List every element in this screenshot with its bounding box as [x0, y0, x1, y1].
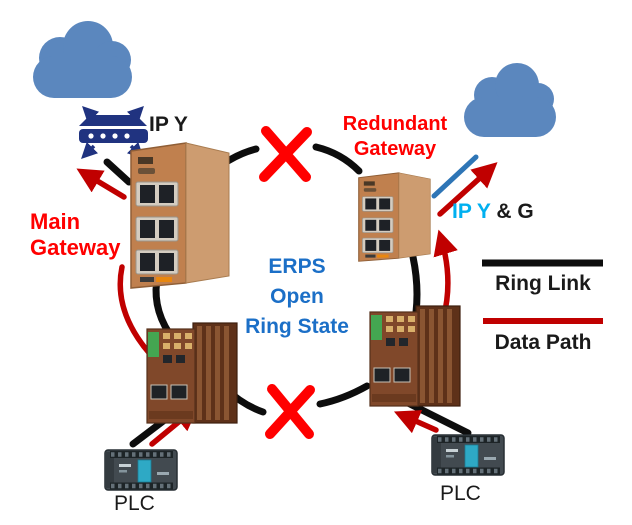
data-path-plc-right — [393, 410, 439, 434]
main-gateway-label-line1: Main — [30, 209, 81, 234]
uplink-ip-cyan-text: IP Y — [452, 200, 491, 223]
ring-break-bottom-icon — [265, 384, 315, 439]
erps-state-line2: Open — [270, 285, 324, 308]
legend-data-path-label: Data Path — [494, 331, 592, 354]
uplink-blue-line — [431, 154, 479, 199]
data-path-redundant-gateway-to-cloud — [437, 162, 498, 217]
data-path-left-arc — [117, 264, 153, 357]
link-main-gateway-to-router — [103, 158, 133, 186]
cloud-right-icon — [464, 63, 556, 137]
redundant-gateway-switch — [358, 172, 431, 262]
erps-state-label: ERPS Open Ring State — [229, 252, 365, 342]
uplink-ip-label: IP Y & G — [452, 200, 534, 224]
data-path-main-gateway-to-cloud — [76, 168, 127, 200]
main-gateway-switch — [130, 142, 230, 289]
ring-switch-bottom-right — [369, 305, 461, 407]
main-gateway-label: Main Gateway — [30, 209, 121, 261]
plc-right-label: PLC — [440, 482, 481, 505]
erps-state-line1: ERPS — [268, 255, 326, 278]
plc-right-device — [432, 435, 504, 475]
link-plc-right-to-switch — [402, 398, 472, 437]
redundant-gateway-label: Redundant Gateway — [333, 112, 457, 162]
main-gateway-label-line2: Gateway — [30, 235, 121, 260]
ring-link-bottom-right — [316, 382, 371, 408]
redundant-gateway-label-line1: Redundant — [342, 113, 448, 135]
ring-link-top-right — [312, 143, 363, 175]
router-ip-label: IP Y — [149, 113, 188, 136]
plc-left-label: PLC — [114, 492, 155, 515]
uplink-ip-suffix-text: & G — [490, 200, 534, 223]
legend-ring-link-label: Ring Link — [495, 272, 591, 295]
cloud-left-icon — [33, 21, 132, 98]
plc-left-device — [105, 450, 177, 490]
ring-switch-bottom-left — [146, 322, 238, 424]
router-icon — [79, 106, 148, 159]
erps-state-line3: Ring State — [245, 315, 349, 338]
ring-break-top-icon — [259, 126, 312, 182]
redundant-gateway-label-line2: Gateway — [353, 138, 437, 160]
